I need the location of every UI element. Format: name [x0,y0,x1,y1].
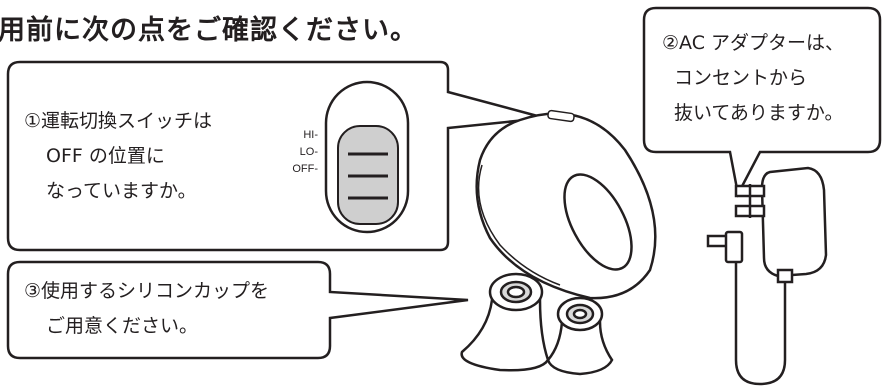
instructions-heading: 用前に次の点をご確認ください。 [0,15,418,46]
switch-callout-line: ①運転切換スイッチは [24,110,213,132]
switch-callout-line: OFF の位置に [46,145,165,167]
adapter-callout-line: ②AC アダプターは、 [662,32,845,54]
switch-callout-line: なっていますか。 [46,180,197,202]
switch-position-lo: LO- [299,146,318,158]
adapter-callout-line: コンセントから [674,67,808,89]
adapter-callout-box [642,6,882,198]
device-body [475,109,657,300]
adapter-callout-line: 抜いてありますか。 [674,102,844,124]
silicone-cup-small [546,296,614,376]
cups-callout-line: ③使用するシリコンカップを [24,280,270,302]
switch-position-hi: HI- [303,129,318,141]
adapter-callout-text: ②AC アダプターは、 コンセントから 抜いてありますか。 [662,26,844,131]
ac-adapter [706,166,828,386]
cups-callout-box [6,260,469,360]
switch-callout-text: ①運転切換スイッチは OFF の位置に なっていますか。 [24,104,212,209]
switch-callout-box [6,60,546,252]
cups-callout-line: ご用意ください。 [46,315,199,337]
silicone-cup-large [460,272,550,372]
switch-position-off: OFF- [292,163,318,175]
cups-callout-text: ③使用するシリコンカップを ご用意ください。 [24,274,269,344]
